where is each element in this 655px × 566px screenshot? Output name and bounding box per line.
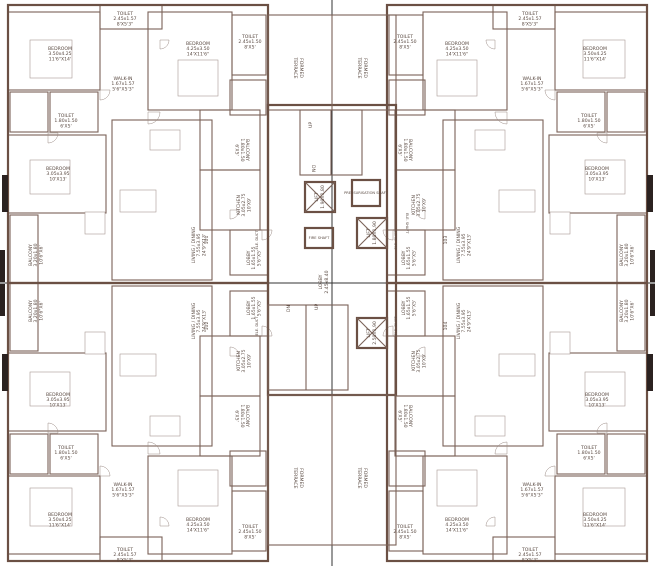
stair-up-label: UP bbox=[308, 122, 314, 128]
kitchen-label-101: KITCHEN3.05x2.7510'X9' bbox=[236, 193, 252, 216]
formed-terrace-bottom-left: FORMEDTERRACE bbox=[292, 466, 304, 488]
pressure-shaft-label: PRESSURISATION SHAFT bbox=[344, 191, 389, 195]
lobby-unit-label-103: LOBBY1.65x1.555'6"X5' bbox=[401, 246, 417, 269]
kitchen-label-104: KITCHEN3.05x2.7510'X9' bbox=[411, 349, 427, 372]
lift-a bbox=[303, 180, 337, 214]
living-label-104: LIVING / DINING7.55x3.9524'9"X13' bbox=[456, 302, 472, 339]
ele-duct-102: ELE. DUCT bbox=[255, 316, 259, 336]
pressure-shaft bbox=[350, 178, 382, 208]
lobby-dn-label: DN bbox=[286, 305, 292, 312]
svg-text:FORMEDTERRACE: FORMEDTERRACE bbox=[356, 466, 368, 488]
lobby-up-label: UP bbox=[314, 304, 320, 310]
stair-top bbox=[299, 109, 363, 176]
unit-number-103: 103 bbox=[443, 236, 449, 245]
lift-c bbox=[355, 316, 389, 350]
living-label-102: LIVING / DINING7.55x3.9524'9"X13' bbox=[191, 302, 207, 339]
ele-duct-104: ELE. DUCT bbox=[394, 316, 398, 336]
core: FORMEDTERRACE FORMEDTERRACE FORMEDTERRAC… bbox=[266, 14, 409, 546]
unit-104 bbox=[382, 281, 655, 563]
kitchen-label-103: KITCHEN3.05x2.7510'X9' bbox=[411, 193, 427, 216]
svg-text:FORMEDTERRACE: FORMEDTERRACE bbox=[356, 56, 368, 78]
formed-terrace-bottom-right: FORMEDTERRACE bbox=[356, 466, 368, 488]
stair-dn-label: DN bbox=[310, 165, 316, 172]
kitchen-label-102: KITCHEN3.05x2.7510'X9' bbox=[236, 349, 252, 372]
unit-number-101: 101 bbox=[204, 236, 210, 245]
ele-shaft-label: ELE. SHAFT bbox=[405, 213, 409, 234]
unit-102 bbox=[0, 281, 273, 563]
unit-103 bbox=[382, 3, 655, 285]
unit-101 bbox=[0, 3, 273, 285]
svg-text:FORMEDTERRACE: FORMEDTERRACE bbox=[292, 466, 304, 488]
balcony-b-label-103: BALCONY3.20x1.8010'6"X6' bbox=[619, 243, 635, 266]
lift-b-label: LIFT1.80X1.90 bbox=[366, 221, 378, 245]
lobby-unit-label-104: LOBBY1.65x1.555'6"X5' bbox=[401, 296, 417, 319]
lift-c-label: LIFT2.50X1.90 bbox=[366, 321, 378, 345]
unit-number-104: 104 bbox=[443, 322, 449, 331]
balcony-b-label-102: BALCONY3.20x1.8010'6"X6' bbox=[28, 299, 44, 322]
lobby-unit-label-102: LOBBY1.65x1.555'6"X5' bbox=[246, 296, 262, 319]
balcony-b-label-104: BALCONY3.20x1.8010'6"X6' bbox=[619, 299, 635, 322]
unit-number-102: 102 bbox=[204, 322, 210, 331]
ele-duct-101: ELE. DUCT bbox=[255, 230, 259, 250]
balcony-b-label-101: BALCONY3.20x1.8010'6"X6' bbox=[28, 243, 44, 266]
fire-shaft-label: FIRE SHAFT bbox=[309, 236, 330, 240]
formed-terrace-top-right: FORMEDTERRACE bbox=[356, 56, 368, 78]
ele-duct-103: ELE. DUCT bbox=[394, 230, 398, 250]
lift-a-label: LIFT1.90X1.80 bbox=[314, 185, 326, 209]
lift-b bbox=[355, 216, 389, 250]
living-label-101: LIVING / DINING7.55x3.9524'9"X13' bbox=[191, 226, 207, 263]
main-lobby-label: LOBBY2.45x8.40 bbox=[318, 270, 330, 293]
balcony-a-label-102: BALCONY1.80x1.506'X5' bbox=[234, 404, 250, 427]
stair-bottom bbox=[267, 304, 349, 391]
balcony-a-label-101: BALCONY1.80x1.506'X5' bbox=[234, 138, 250, 161]
living-label-103: LIVING / DINING7.55x3.9524'9"X13' bbox=[456, 226, 472, 263]
svg-text:FORMEDTERRACE: FORMEDTERRACE bbox=[292, 56, 304, 78]
lobby-unit-label-101: LOBBY1.65x1.555'6"X5' bbox=[246, 246, 262, 269]
balcony-a-label-103: BALCONY1.80x1.506'X5' bbox=[397, 138, 413, 161]
balcony-a-label-104: BALCONY1.80x1.506'X5' bbox=[397, 404, 413, 427]
formed-terrace-top-left: FORMEDTERRACE bbox=[292, 56, 304, 78]
fire-shaft bbox=[303, 226, 335, 250]
